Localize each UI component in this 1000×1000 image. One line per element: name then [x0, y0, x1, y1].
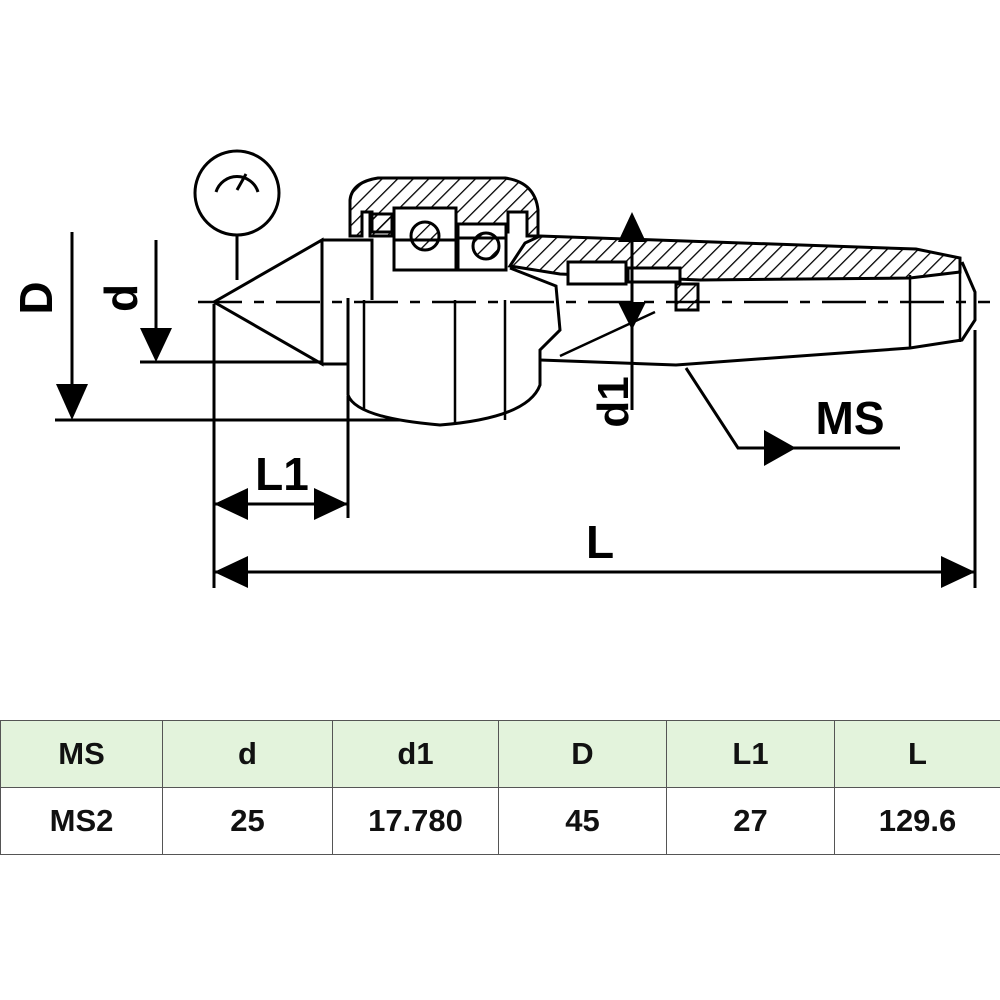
cell-ms: MS2 — [0, 787, 163, 855]
cell-D: 45 — [498, 787, 667, 855]
taper-lower-profile — [539, 261, 977, 367]
dimension-d — [140, 240, 322, 364]
label-d: d — [95, 284, 147, 312]
table-header-row: MS d d1 D L1 L — [0, 720, 1000, 788]
dimension-L — [214, 556, 975, 588]
gauge-icon — [193, 149, 281, 280]
label-MS: MS — [816, 392, 885, 444]
col-header-l: L — [834, 720, 1000, 788]
dimension-d1 — [618, 212, 646, 410]
cell-l: 129.6 — [834, 787, 1000, 855]
col-header-D: D — [498, 720, 667, 788]
cell-d: 25 — [162, 787, 333, 855]
inner-slot — [626, 266, 682, 284]
bearing-assembly — [368, 206, 508, 272]
live-center-drawing: D d d1 MS L1 L — [10, 149, 990, 588]
col-header-d1: d1 — [332, 720, 499, 788]
label-D: D — [10, 281, 62, 314]
cell-d1: 17.780 — [332, 787, 499, 855]
label-d1: d1 — [589, 376, 638, 427]
dimension-L1 — [214, 488, 348, 520]
dimension-MS — [684, 367, 900, 466]
label-L1: L1 — [255, 448, 309, 500]
col-header-ms: MS — [0, 720, 163, 788]
dimension-D — [55, 232, 400, 422]
spec-table: MS d d1 D L1 L MS2 25 17.780 45 27 129.6 — [0, 720, 1000, 855]
cell-l1: 27 — [666, 787, 835, 855]
inner-slot — [566, 260, 628, 286]
table-row: MS2 25 17.780 45 27 129.6 — [0, 787, 1000, 855]
housing-lower-body — [346, 266, 562, 427]
inner-key — [674, 282, 700, 312]
label-L: L — [586, 516, 614, 568]
col-header-l1: L1 — [666, 720, 835, 788]
col-header-d: d — [162, 720, 333, 788]
